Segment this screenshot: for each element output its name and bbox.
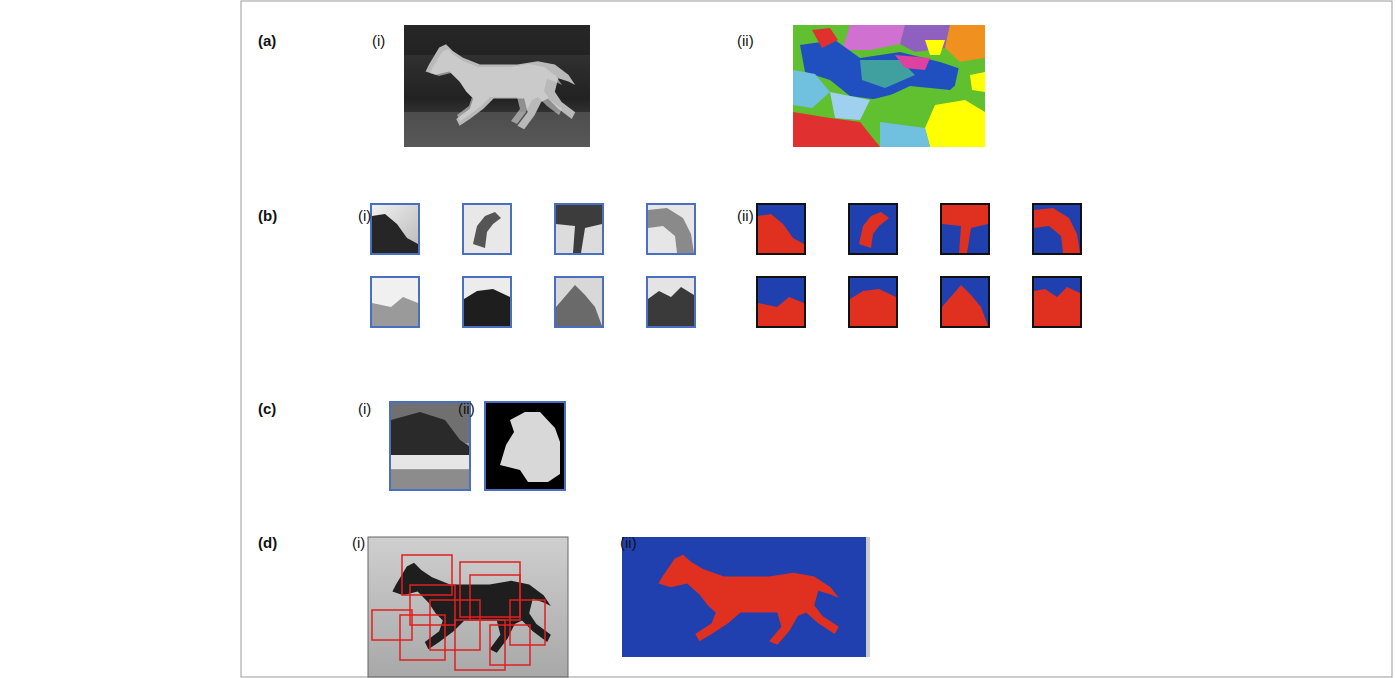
horse-photo	[404, 25, 590, 147]
subpanel-numeral: (ii)	[458, 400, 475, 417]
panel-letter: (d)	[258, 534, 277, 551]
panel-letter: (c)	[258, 400, 276, 417]
subpanel-numeral: (ii)	[620, 534, 637, 551]
figure-frame	[241, 1, 1392, 677]
subpanel-numeral: (ii)	[737, 207, 754, 224]
panel-letter: (a)	[258, 32, 276, 49]
detection-image	[368, 537, 568, 677]
final-segmentation	[622, 537, 870, 657]
binary-mask	[485, 402, 565, 490]
subpanel-numeral: (i)	[352, 534, 365, 551]
subpanel-numeral: (i)	[358, 400, 371, 417]
segmentation-map	[793, 25, 985, 147]
subpanel-numeral: (i)	[372, 32, 385, 49]
segmentation-masks	[757, 204, 1081, 327]
panel-letter: (b)	[258, 207, 277, 224]
subpanel-numeral: (i)	[358, 207, 371, 224]
image-patches	[371, 204, 695, 327]
subpanel-numeral: (ii)	[737, 32, 754, 49]
